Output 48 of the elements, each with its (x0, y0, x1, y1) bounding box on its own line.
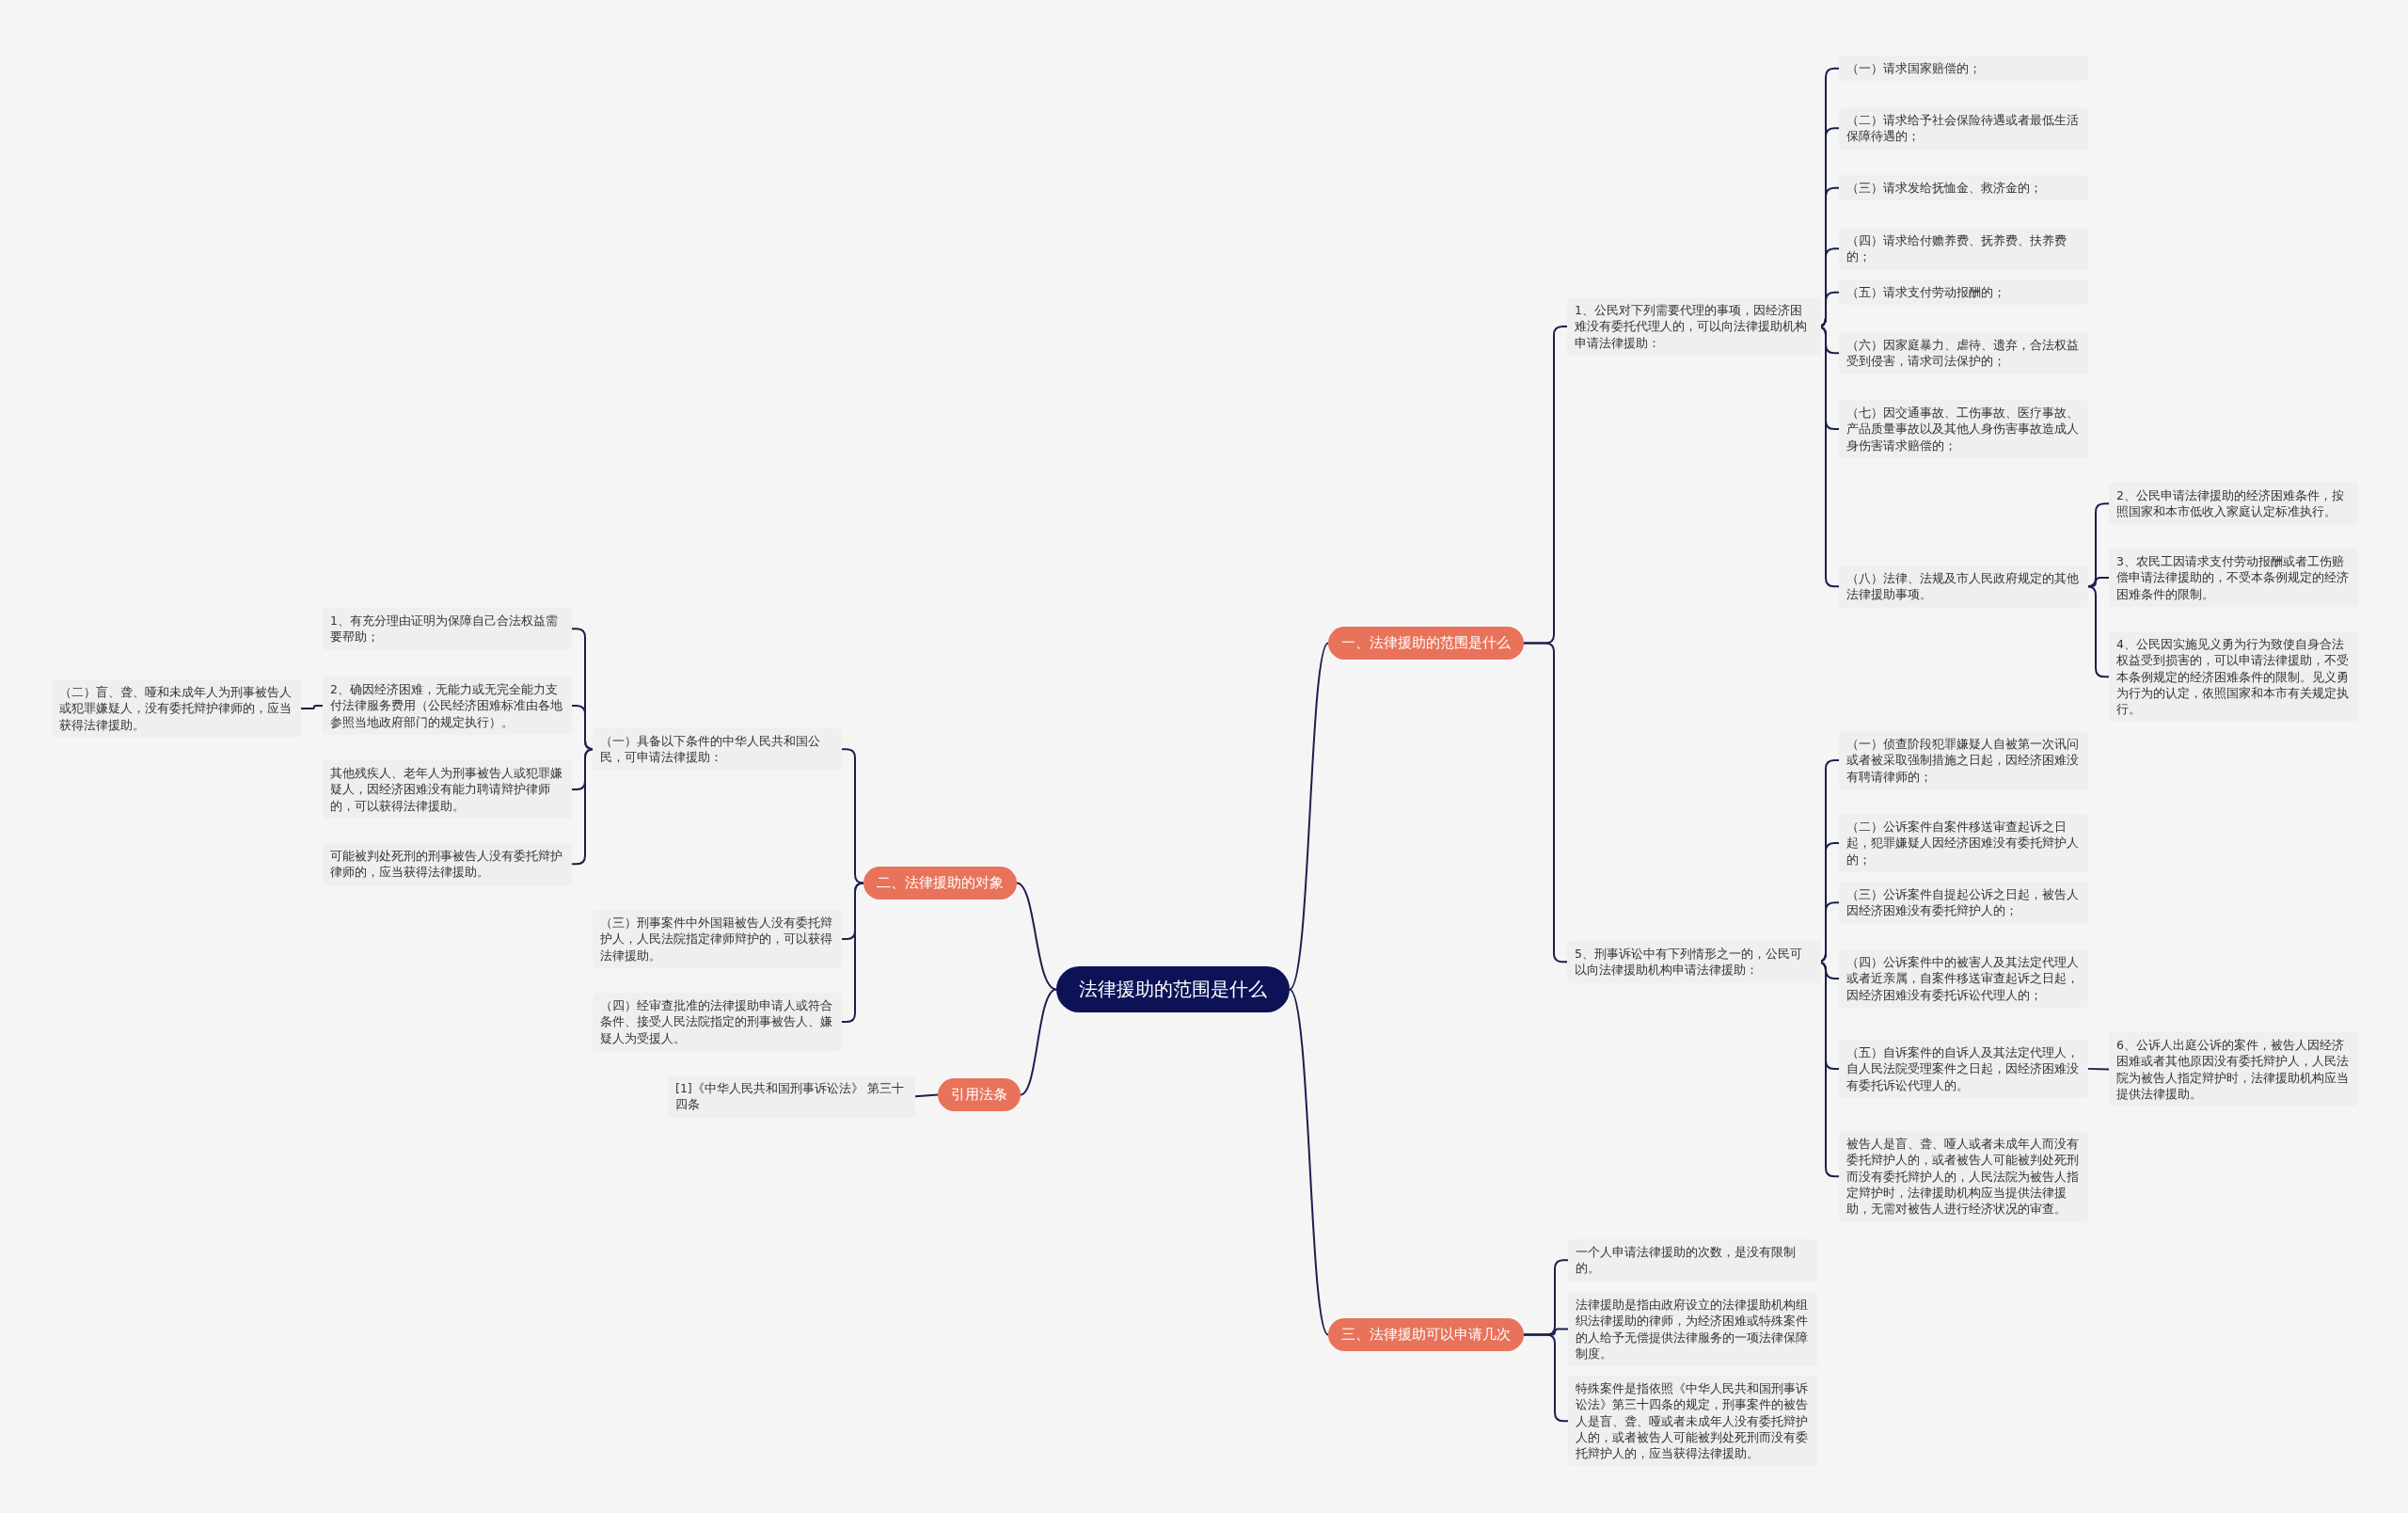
topic-box: 1、有充分理由证明为保障自己合法权益需要帮助； (323, 608, 572, 650)
branch-topic: 引用法条 (938, 1078, 1021, 1111)
topic-box: （二）请求给予社会保险待遇或者最低生活保障待遇的； (1839, 107, 2088, 150)
topic-box: [1]《中华人民共和国刑事诉讼法》 第三十四条 (668, 1075, 915, 1118)
topic-box: （三）刑事案件中外国籍被告人没有委托辩护人，人民法院指定律师辩护的，可以获得法律援助。 (593, 910, 842, 968)
connector-line (1289, 988, 1329, 1336)
topic-box: （一）具备以下条件的中华人民共和国公民，可申请法律援助： (593, 728, 842, 771)
topic-box: 4、公民因实施见义勇为行为致使自身合法权益受到损害的，可以申请法律援助，不受本条例规定的经济困难条件的限制。见义勇为行为的认定，依照国家和本市有关规定执行。 (2109, 631, 2358, 723)
connector-line (1289, 642, 1329, 991)
topic-box: （四）公诉案件中的被害人及其法定代理人或者近亲属，自案件移送审查起诉之日起，因经济困难没有委托诉讼代理人的； (1839, 949, 2088, 1008)
topic-box: （五）请求支付劳动报酬的； (1839, 279, 2088, 306)
topic-box: 其他残疾人、老年人为刑事被告人或犯罪嫌疑人，因经济困难没有能力聘请辩护律师的，可以获得法律援助。 (323, 760, 572, 819)
topic-box: （三）请求发给抚恤金、救济金的； (1839, 175, 2088, 201)
central-topic: 法律援助的范围是什么 (1056, 966, 1290, 1012)
topic-box: 2、确因经济困难，无能力或无完全能力支付法律服务费用（公民经济困难标准由各地参照当地政府部门的规定执行）。 (323, 677, 572, 735)
connector-line (2087, 576, 2110, 588)
topic-box: 一个人申请法律援助的次数，是没有限制的。 (1568, 1239, 1817, 1282)
connector-line (2086, 585, 2110, 678)
topic-box: （七）因交通事故、工伤事故、医疗事故、产品质量事故以及其他人身伤害事故造成人身伤害请求赔偿的； (1839, 400, 2088, 458)
topic-box: （五）自诉案件的自诉人及其法定代理人，自人民法院受理案件之日起，因经济困难没有委托诉讼代理人的。 (1839, 1040, 2088, 1098)
topic-box: （二）盲、聋、哑和未成年人为刑事被告人或犯罪嫌疑人，没有委托辩护律师的，应当获得法律援助。 (52, 679, 301, 738)
connector-line (571, 704, 594, 751)
topic-box: 法律援助是指由政府设立的法律援助机构组织法律援助的律师，为经济困难或特殊案件的人给予无偿提供法律服务的一项法律保障制度。 (1568, 1292, 1817, 1366)
topic-box: （一）侦查阶段犯罪嫌疑人自被第一次讯问或者被采取强制措施之日起，因经济困难没有聘请律师的； (1839, 731, 2088, 789)
connector-line (571, 748, 594, 866)
topic-box: （二）公诉案件自案件移送审查起诉之日起，犯罪嫌疑人因经济困难没有委托辩护人的； (1839, 814, 2088, 872)
connector-line (1020, 988, 1057, 1096)
topic-box: 1、公民对下列需要代理的事项，因经济困难没有委托代理人的，可以向法律援助机构申请法律援助： (1567, 297, 1821, 356)
topic-box: （三）公诉案件自提起公诉之日起，被告人因经济困难没有委托辩护人的； (1839, 882, 2088, 924)
topic-box: 6、公诉人出庭公诉的案件，被告人因经济困难或者其他原因没有委托辩护人，人民法院为被告人指定辩护时，法律援助机构应当提供法律援助。 (2109, 1032, 2358, 1107)
topic-box: 被告人是盲、聋、哑人或者未成年人而没有委托辩护人的，或者被告人可能被判处死刑而没有委托辩护人的，人民法院为被告人指定辩护时，法律援助机构应当提供法律援助，无需对被告人进行经济状况的审查。 (1839, 1131, 2088, 1222)
topic-box: （四）请求给付赡养费、抚养费、扶养费的； (1839, 228, 2088, 270)
topic-box: 2、公民申请法律援助的经济困难条件，按照国家和本市低收入家庭认定标准执行。 (2109, 483, 2358, 525)
branch-topic: 三、法律援助可以申请几次 (1328, 1318, 1524, 1351)
connector-line (2087, 1067, 2110, 1071)
topic-box: （六）因家庭暴力、虐待、遗弃，合法权益受到侵害，请求司法保护的； (1839, 332, 2088, 374)
topic-box: （四）经审查批准的法律援助申请人或符合条件、接受人民法院指定的刑事被告人、嫌疑人为受援人。 (593, 993, 842, 1051)
topic-box: （一）请求国家赔偿的； (1839, 56, 2088, 82)
branch-topic: 一、法律援助的范围是什么 (1328, 627, 1524, 660)
connector-line (914, 1093, 939, 1098)
connector-line (300, 704, 324, 709)
connector-line (1016, 882, 1057, 991)
topic-box: 特殊案件是指依照《中华人民共和国刑事诉讼法》第三十四条的规定，刑事案件的被告人是盲、聋、哑或者未成年人没有委托辩护人的，或者被告人可能被判处死刑而没有委托辩护人的，应当获得法律援助。 (1568, 1376, 1817, 1467)
topic-box: 5、刑事诉讼中有下列情形之一的，公民可以向法律援助机构申请法律援助： (1567, 941, 1821, 983)
topic-box: 3、农民工因请求支付劳动报酬或者工伤赔偿申请法律援助的，不受本条例规定的经济困难条件的限制。 (2109, 549, 2358, 607)
topic-box: （八）法律、法规及市人民政府规定的其他法律援助事项。 (1839, 565, 2088, 608)
branch-topic: 二、法律援助的对象 (863, 867, 1017, 900)
topic-box: 可能被判处死刑的刑事被告人没有委托辩护律师的，应当获得法律援助。 (323, 843, 572, 885)
